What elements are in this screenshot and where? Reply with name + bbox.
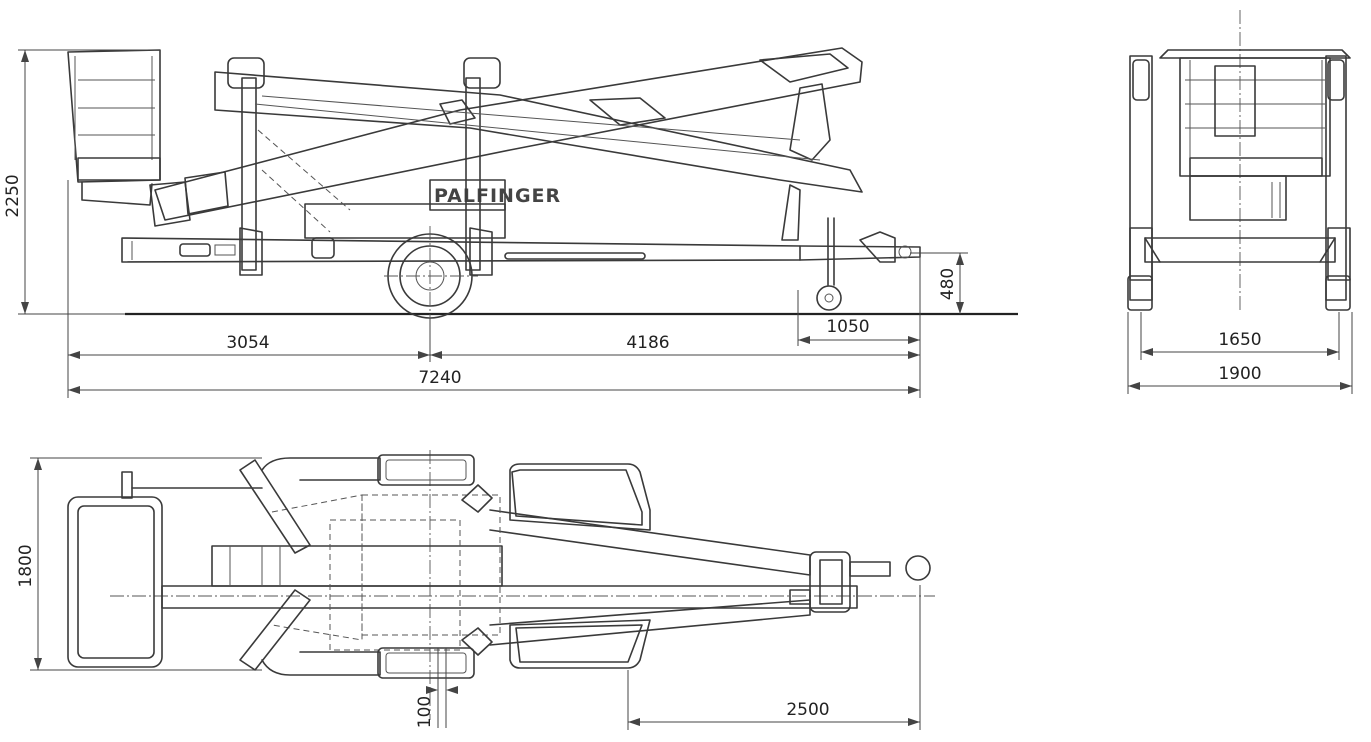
dim-length-parts: 3054 4186 bbox=[67, 180, 921, 398]
dim-2250-label: 2250 bbox=[3, 174, 23, 217]
rear-view: 1650 1900 bbox=[1127, 10, 1353, 394]
dim-3054-label: 3054 bbox=[226, 333, 269, 353]
dim-7240-label: 7240 bbox=[418, 368, 461, 388]
dim-1050-label: 1050 bbox=[826, 317, 869, 337]
jockey-wheel bbox=[816, 285, 842, 311]
dim-4186-label: 4186 bbox=[626, 333, 669, 353]
dim-100-label: 100 bbox=[415, 696, 435, 728]
basket-side bbox=[67, 49, 161, 206]
dim-1900-label: 1900 bbox=[1218, 364, 1261, 384]
brand-label: PALFINGER bbox=[434, 185, 561, 207]
dim-front-length: 2500 bbox=[627, 585, 921, 730]
dim-2500-label: 2500 bbox=[786, 700, 829, 720]
dim-hitch-height: 480 bbox=[910, 252, 968, 314]
main-wheel bbox=[384, 226, 478, 360]
dim-outrigger-offset: 100 bbox=[415, 648, 458, 728]
dim-1650-label: 1650 bbox=[1218, 330, 1261, 350]
dim-hitch-length: 1050 bbox=[797, 290, 920, 346]
side-view: PALFINGER bbox=[3, 47, 1018, 398]
dim-length-total: 7240 bbox=[68, 368, 920, 394]
dim-width-outriggers: 1800 bbox=[16, 457, 262, 671]
dim-track-width: 1650 bbox=[1140, 312, 1340, 360]
dim-1800-label: 1800 bbox=[16, 544, 36, 587]
dim-width-total: 1900 bbox=[1127, 312, 1353, 394]
dim-height-total: 2250 bbox=[3, 49, 160, 315]
top-view: 1800 100 2500 bbox=[16, 450, 935, 730]
dim-480-label: 480 bbox=[938, 268, 958, 300]
boom-side bbox=[149, 47, 863, 227]
